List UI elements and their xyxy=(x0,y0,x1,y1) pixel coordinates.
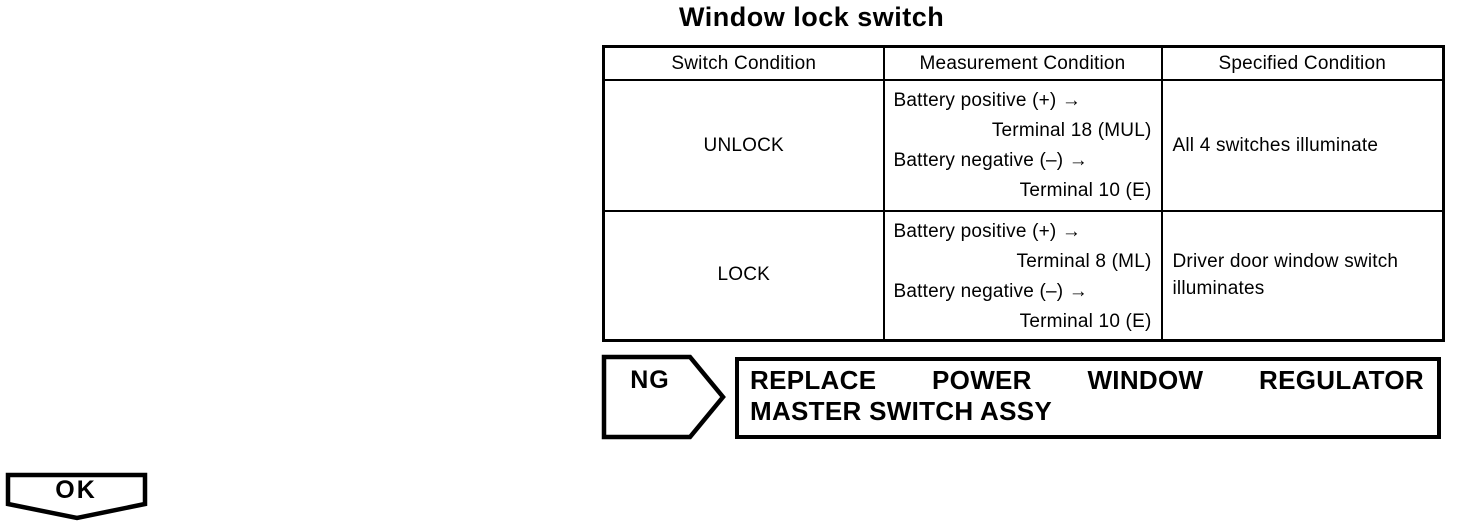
col-header-switch-condition: Switch Condition xyxy=(602,45,885,81)
measurement-line: Terminal 8 (ML) xyxy=(1016,251,1152,272)
ng-action-text-line: MASTER SWITCH ASSY xyxy=(750,396,1053,426)
ng-action-box: REPLACE POWER WINDOW REGULATOR MASTER SW… xyxy=(735,357,1441,439)
col-header-measurement-condition: Measurement Condition xyxy=(882,45,1163,81)
window-lock-switch-table: Switch Condition Measurement Condition S… xyxy=(602,45,1445,342)
col-header-specified-condition: Specified Condition xyxy=(1160,45,1445,81)
ng-result-label: NG xyxy=(630,366,670,394)
measurement-line: Terminal 10 (E) xyxy=(1019,311,1152,332)
switch-condition-cell: UNLOCK xyxy=(602,79,885,212)
measurement-condition-cell: Battery positive (+) → Terminal 18 (MUL)… xyxy=(882,79,1163,212)
measurement-line: Terminal 10 (E) xyxy=(1019,180,1152,201)
switch-condition-cell: LOCK xyxy=(602,210,885,341)
measurement-line: Battery positive (+) → xyxy=(893,90,1082,111)
ng-arrow-icon xyxy=(601,354,726,440)
page-title: Window lock switch xyxy=(679,2,945,32)
measurement-condition-cell: Battery positive (+) → Terminal 8 (ML) B… xyxy=(882,210,1163,341)
measurement-line: Battery negative (–) → xyxy=(893,281,1088,302)
measurement-line: Terminal 18 (MUL) xyxy=(991,120,1152,141)
table-row-unlock: UNLOCK Battery positive (+) → Terminal 1… xyxy=(602,79,1445,212)
table-header-row: Switch Condition Measurement Condition S… xyxy=(602,45,1445,81)
measurement-line: Battery negative (–) → xyxy=(893,150,1088,171)
specified-condition-cell: All 4 switches illuminate xyxy=(1160,79,1445,212)
measurement-line: Battery positive (+) → xyxy=(893,221,1082,242)
table-row-lock: LOCK Battery positive (+) → Terminal 8 (… xyxy=(602,210,1445,341)
specified-condition-cell: Driver door window switch illuminates xyxy=(1160,210,1445,341)
ng-action-text-line: REPLACE POWER WINDOW REGULATOR xyxy=(750,365,1424,395)
ok-arrow-icon xyxy=(5,472,148,521)
ok-result-label: OK xyxy=(55,476,97,504)
